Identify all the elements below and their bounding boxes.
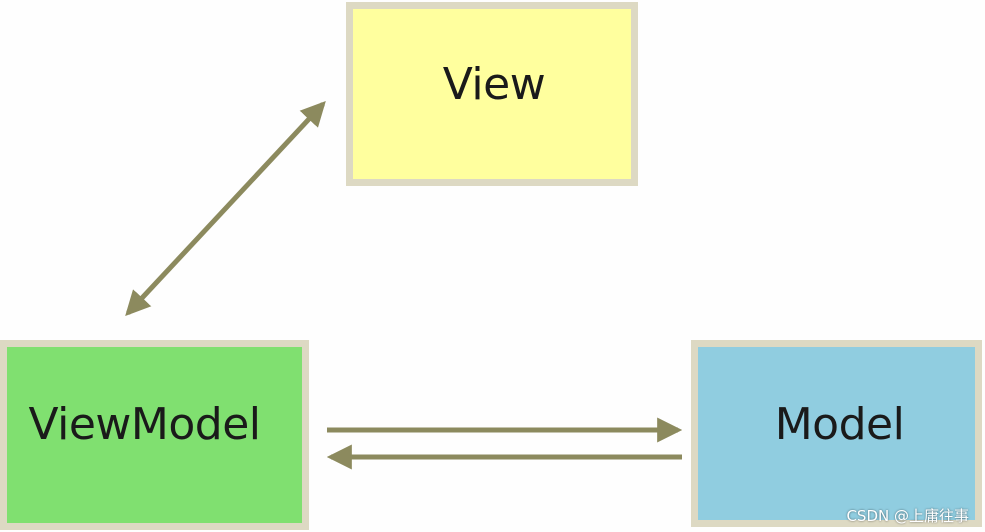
view-box: View — [346, 2, 638, 186]
viewmodel-box: ViewModel — [0, 340, 309, 530]
model-label: Model — [774, 399, 905, 450]
view-label: View — [442, 58, 546, 110]
view-viewmodel-bidirectional-arrow — [125, 100, 326, 317]
viewmodel-label: ViewModel — [28, 398, 261, 450]
watermark-text: CSDN @上庸往事 — [846, 507, 969, 525]
model-box: Model — [691, 340, 982, 527]
